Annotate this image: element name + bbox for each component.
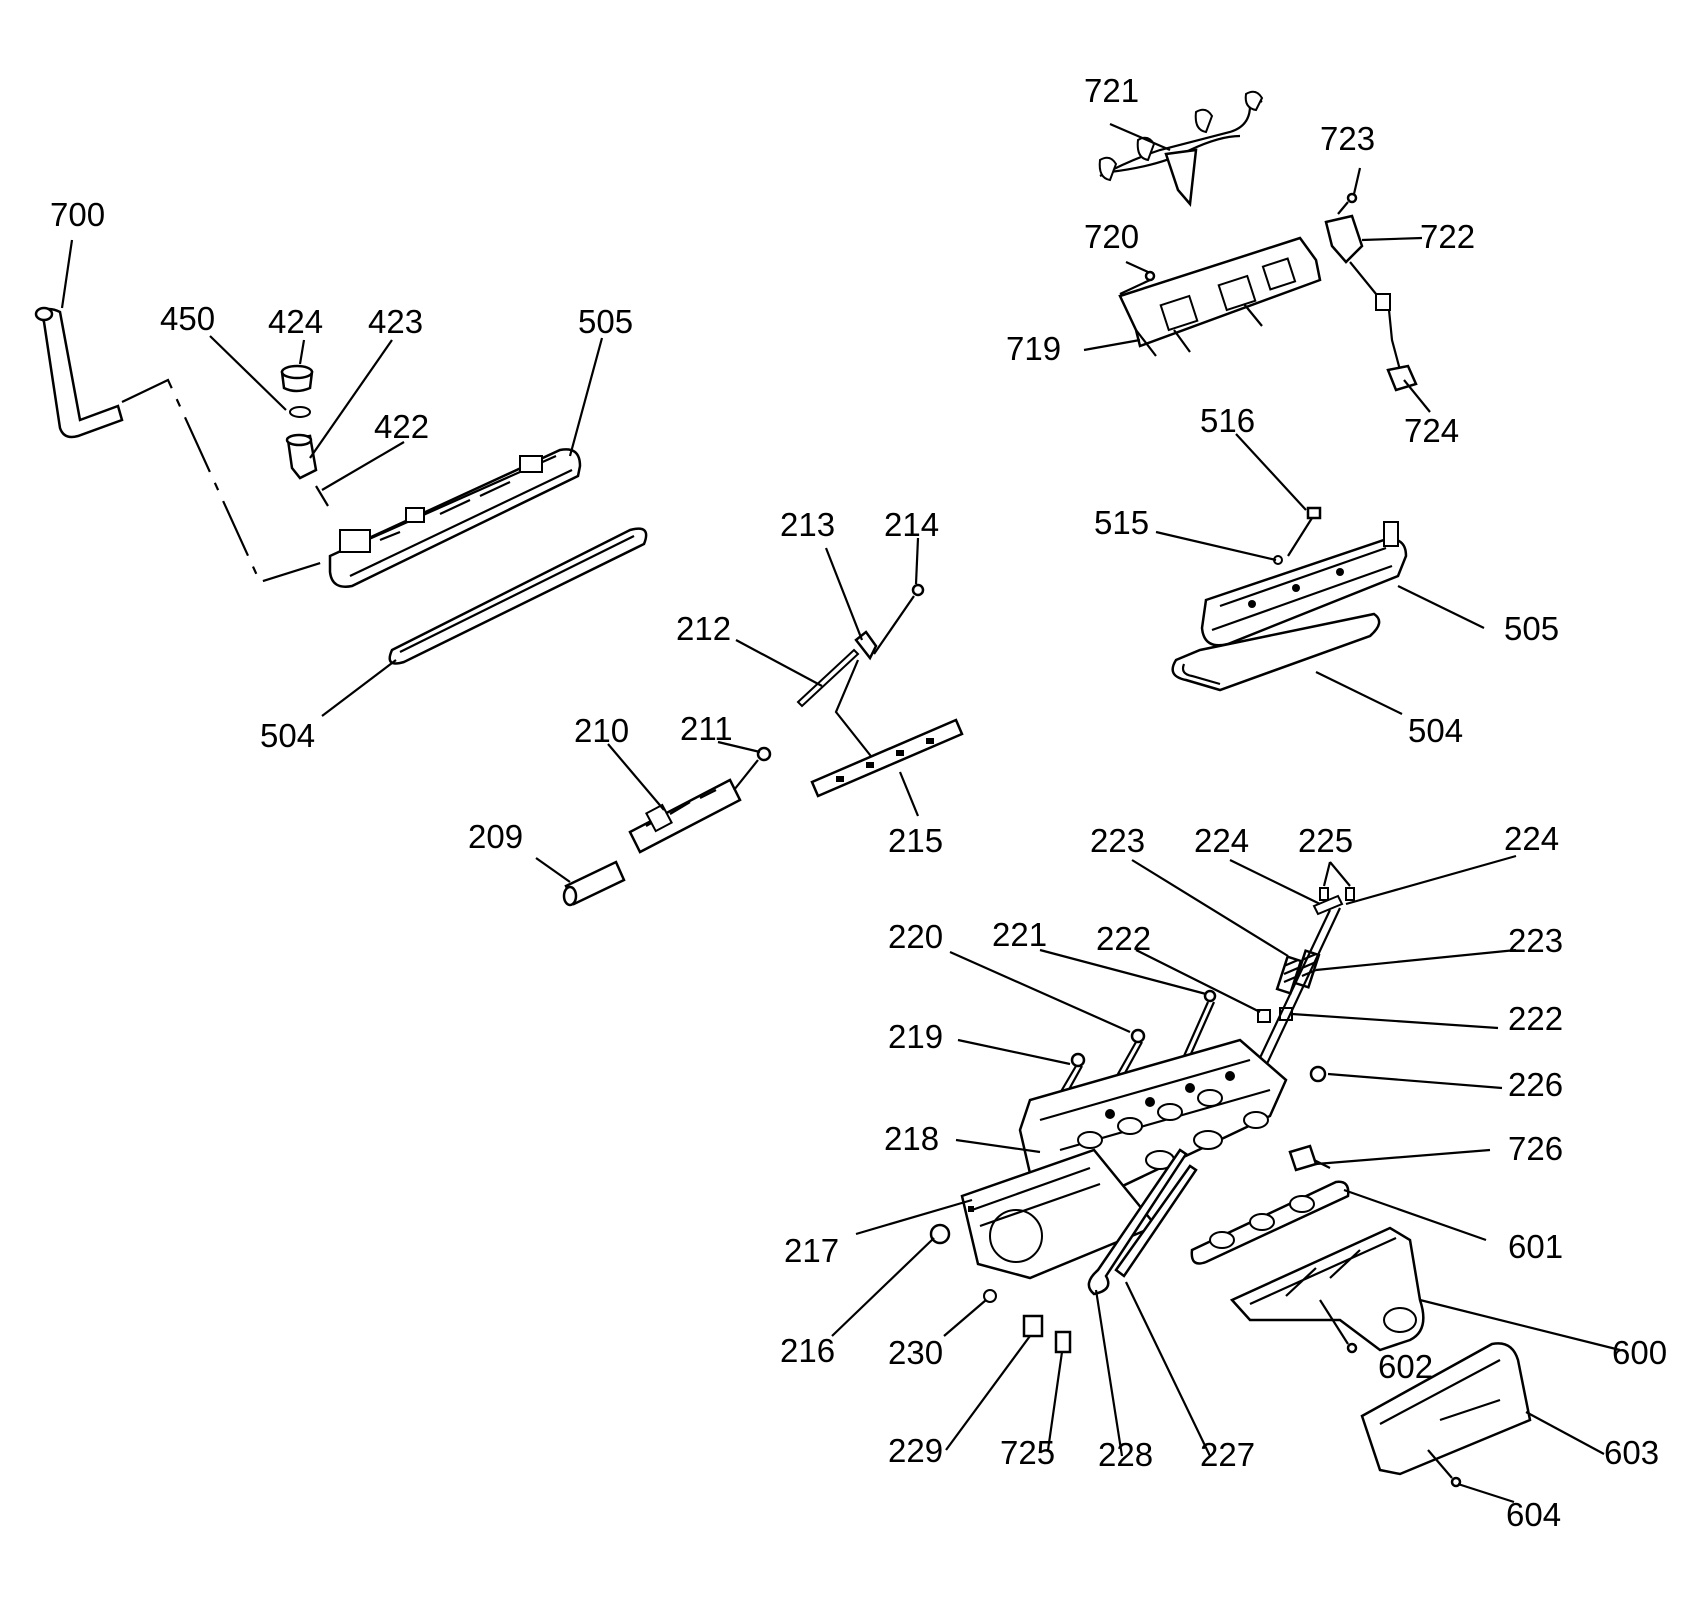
valve-cover-gasket-right-504 [1171, 612, 1381, 692]
callout-223-top: 223 [1090, 822, 1145, 859]
sensor-722 [1324, 214, 1364, 264]
sensor-connector-724 [1386, 364, 1418, 392]
callout-724: 724 [1404, 412, 1459, 449]
head-gasket-217 [960, 1148, 1159, 1280]
exhaust-valve-227 [1114, 1164, 1198, 1278]
callout-223-right: 223 [1508, 922, 1563, 959]
callout-504-right: 504 [1408, 712, 1463, 749]
callout-601: 601 [1508, 1228, 1563, 1265]
oil-fill-cap-424 [280, 364, 314, 393]
callout-450: 450 [160, 300, 215, 337]
dowel-230 [983, 1289, 997, 1303]
callout-224-right: 224 [1504, 820, 1559, 857]
ignition-coil-bracket-719 [1118, 236, 1322, 357]
callout-719: 719 [1006, 330, 1061, 367]
callout-217: 217 [784, 1232, 839, 1269]
callout-216: 216 [780, 1332, 835, 1369]
callout-219: 219 [888, 1018, 943, 1055]
valve-locks-225 [1319, 887, 1355, 901]
callout-515: 515 [1094, 504, 1149, 541]
callout-504-left: 504 [260, 717, 315, 754]
callout-229: 229 [888, 1432, 943, 1469]
callout-603: 603 [1604, 1434, 1659, 1471]
callout-210: 210 [574, 712, 629, 749]
callout-600: 600 [1612, 1334, 1667, 1371]
temp-sensor-725 [1054, 1330, 1072, 1354]
plug-216 [929, 1223, 951, 1245]
callout-220: 220 [888, 918, 943, 955]
valve-cover-gasket-left-504 [388, 527, 648, 665]
callout-424: 424 [268, 303, 323, 340]
valve-lifter-209 [562, 860, 626, 907]
callout-505-right: 505 [1504, 610, 1559, 647]
wiring-harness-721 [1098, 90, 1264, 207]
callout-222-right: 222 [1508, 1000, 1563, 1037]
callout-221: 221 [992, 916, 1047, 953]
callout-700: 700 [50, 196, 105, 233]
callout-722: 722 [1420, 218, 1475, 255]
valve-cover-right-505 [1200, 521, 1408, 647]
callout-422: 422 [374, 408, 429, 445]
callout-226: 226 [1508, 1066, 1563, 1103]
callout-423: 423 [368, 303, 423, 340]
sensor-229 [1022, 1314, 1044, 1338]
callout-723: 723 [1320, 120, 1375, 157]
callout-211: 211 [680, 710, 733, 747]
leader-lines [60, 122, 1621, 1504]
callout-604: 604 [1506, 1496, 1561, 1533]
callout-labels: 700 450 424 423 422 505 504 213 214 212 … [50, 72, 1667, 1533]
callout-726: 726 [1508, 1130, 1563, 1167]
seal-450 [289, 406, 311, 418]
valve-cover-left-505 [328, 448, 582, 588]
exhaust-manifold-600 [1229, 1226, 1425, 1352]
callout-721: 721 [1084, 72, 1139, 109]
callout-224-top: 224 [1194, 822, 1249, 859]
callout-222-top: 222 [1096, 920, 1151, 957]
valve-spring-retainer-224 [1312, 894, 1344, 916]
bolt-219 [1070, 1052, 1086, 1068]
callout-602: 602 [1378, 1348, 1433, 1385]
bolt-211 [756, 746, 772, 762]
spark-plug-726 [1288, 1144, 1331, 1172]
lifter-guide-210 [628, 778, 742, 854]
callout-214: 214 [884, 506, 939, 543]
valve-springs-223 [1275, 949, 1321, 995]
bolt-602 [1346, 1342, 1358, 1354]
bolt-516 [1287, 506, 1322, 557]
bolt-214 [911, 583, 925, 597]
callout-505-left: 505 [578, 303, 633, 340]
callout-225: 225 [1298, 822, 1353, 859]
callout-230: 230 [888, 1334, 943, 1371]
callout-209: 209 [468, 818, 523, 855]
bolt-221 [1203, 989, 1217, 1003]
pushrod-212 [796, 648, 860, 708]
bolt-720 [1144, 270, 1156, 282]
oil-fill-tube-423 [285, 433, 318, 480]
callout-228: 228 [1098, 1436, 1153, 1473]
pcv-hose-700 [34, 306, 124, 439]
callout-227: 227 [1200, 1436, 1255, 1473]
bolt-220 [1130, 1028, 1146, 1044]
callout-215: 215 [888, 822, 943, 859]
callout-725: 725 [1000, 1434, 1055, 1471]
callout-212: 212 [676, 610, 731, 647]
plug-226 [1309, 1065, 1327, 1083]
bolt-723 [1346, 192, 1358, 204]
callout-213: 213 [780, 506, 835, 543]
callout-516: 516 [1200, 402, 1255, 439]
rocker-support-215 [810, 718, 964, 798]
callout-720: 720 [1084, 218, 1139, 255]
exhaust-gasket-601 [1190, 1180, 1350, 1265]
callout-218: 218 [884, 1120, 939, 1157]
heat-shield-603 [1360, 1342, 1532, 1476]
